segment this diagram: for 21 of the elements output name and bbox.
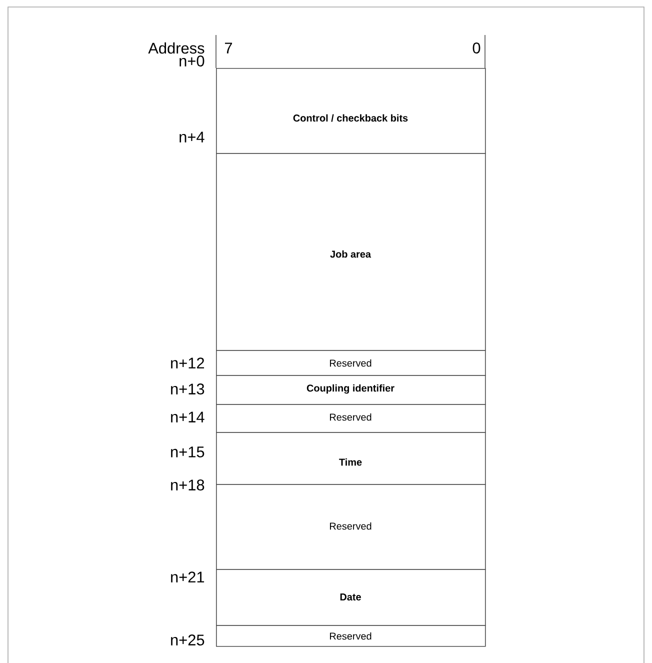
address-label: n+13 bbox=[171, 384, 204, 394]
memory-row: Reserved bbox=[216, 350, 486, 376]
memory-row: Reserved bbox=[216, 484, 486, 570]
address-label: n+15 bbox=[171, 446, 204, 458]
memory-row: Job area bbox=[216, 153, 486, 351]
address-label: n+18 bbox=[171, 480, 204, 490]
address-label: n+21 bbox=[171, 572, 204, 582]
column-header: Address bbox=[148, 42, 204, 54]
memory-row: Reserved bbox=[216, 625, 486, 647]
address-label: n+25 bbox=[171, 634, 204, 646]
address-label: n+12 bbox=[171, 358, 204, 368]
memory-row: Reserved bbox=[216, 404, 486, 433]
address-label: n+14 bbox=[171, 412, 204, 422]
bit-number: 7 bbox=[225, 42, 232, 54]
memory-row: Control / checkback bits bbox=[216, 68, 486, 154]
address-label: n+0 bbox=[180, 56, 204, 66]
memory-row: Date bbox=[216, 569, 486, 626]
address-label: n+4 bbox=[180, 132, 204, 142]
bit-number: 0 bbox=[472, 42, 480, 54]
memory-row: Coupling identifier bbox=[216, 375, 486, 405]
memory-row: Time bbox=[216, 432, 486, 485]
